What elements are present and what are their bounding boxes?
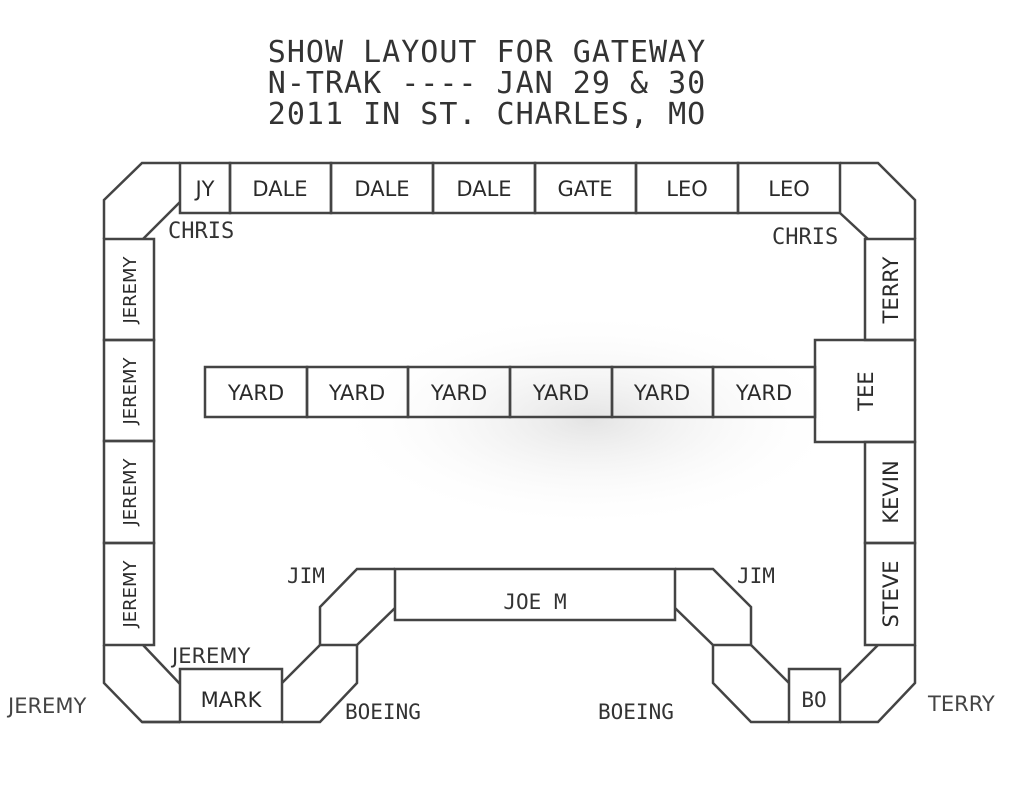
module-label: BO [801,688,826,712]
bottom-section: MARK JOE M BO [142,567,842,724]
title-line-2: N-TRAK ---- JAN 29 & 30 [268,66,706,101]
corner-boeing-left [281,643,359,724]
corner-boeing-right-inner [750,644,790,684]
corner-top-left-inner [142,201,181,240]
corner-top-right-outer [840,161,917,239]
module-label: JEREMY [120,255,141,324]
module-label: TERRY [879,256,903,324]
module-label: YARD [735,381,792,405]
module-label: JY [193,177,214,201]
corner-jim-right [674,567,753,647]
label-chris-left: CHRIS [168,219,234,244]
corner-jim-left [318,567,395,645]
left-column: JEREMY JEREMY JEREMY JEREMY [102,237,156,647]
module-label: DALE [252,177,307,201]
module-label: LEO [768,177,810,201]
corner-bottom-left-outer [102,645,180,724]
corner-jim-left-inner [356,607,396,646]
module-label: YARD [430,381,487,405]
module-jeremy-4 [102,541,156,647]
module-label: GATE [557,177,612,201]
yard-row: YARD YARD YARD YARD YARD YARD [203,365,817,419]
label-terry-outer: TERRY [927,692,995,716]
label-jeremy-outer: JEREMY [6,694,86,718]
corner-bottom-right-outer [840,645,917,724]
label-boeing-left: BOEING [345,700,421,724]
module-label: KEVIN [879,460,903,523]
module-mark [178,667,284,724]
right-column: TERRY TEE KEVIN STEVE [813,237,917,647]
label-chris-right: CHRIS [772,225,838,250]
module-label: TEE [854,371,878,411]
scan-smudge [330,310,850,530]
module-bo [787,667,842,724]
module-label: YARD [633,381,690,405]
top-row: JY DALE DALE DALE GATE LEO LEO [178,161,842,215]
title-line-3: 2011 IN ST. CHARLES, MO [268,97,706,132]
module-label: JEREMY [120,457,141,526]
module-label: MARK [201,688,263,712]
module-label: YARD [227,381,284,405]
title-line-1: SHOW LAYOUT FOR GATEWAY [268,35,706,70]
module-label: DALE [354,177,409,201]
module-label: YARD [328,381,385,405]
module-leo-2 [736,161,842,215]
corner-top-right-inner [839,212,869,240]
module-label: STEVE [879,560,903,627]
module-joe-m [393,567,677,622]
label-jim-right: JIM [737,564,775,588]
corner-bottom-left-inner [142,644,181,685]
label-jim-left: JIM [287,564,325,588]
corner-top-left-outer [102,161,180,239]
module-label: DALE [456,177,511,201]
module-label: JEREMY [120,356,141,425]
module-label: YARD [532,381,589,405]
module-label: JOE M [503,590,566,614]
label-boeing-right: BOEING [598,700,674,724]
module-label: LEO [666,177,708,201]
module-yard-6 [711,365,817,419]
module-steve [863,541,917,647]
module-label: JEREMY [120,559,141,628]
label-jeremy-inner: JEREMY [170,644,250,668]
corner-bottom-right-inner [839,644,879,684]
corner-boeing-right [711,645,789,724]
